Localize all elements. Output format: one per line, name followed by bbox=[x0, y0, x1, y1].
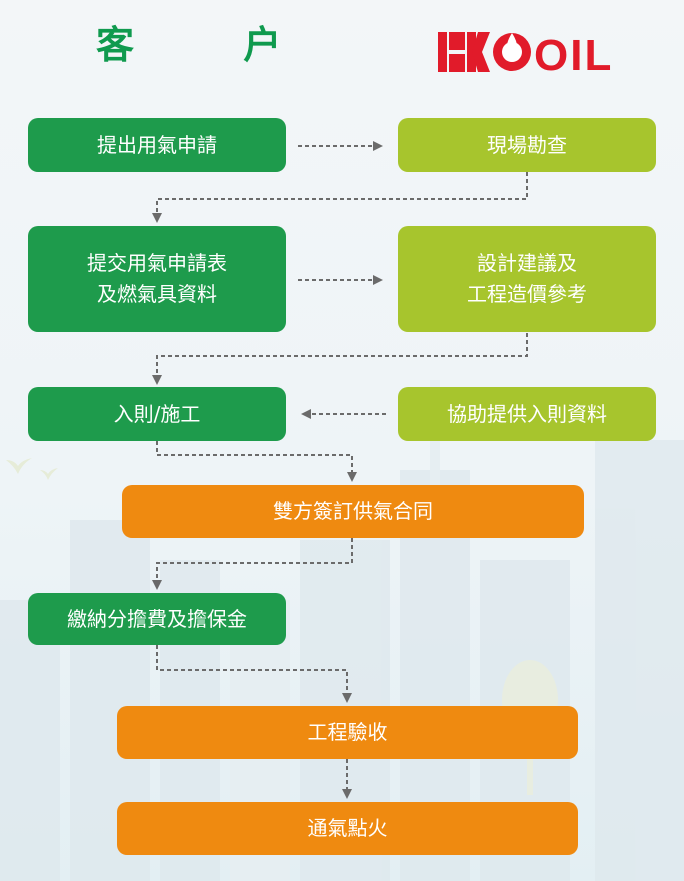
logo-text: OIL bbox=[534, 31, 612, 74]
step-ignite: 通氣點火 bbox=[117, 802, 578, 855]
step-assist-label: 協助提供入則資料 bbox=[447, 401, 607, 426]
arrow-construct-to-contract bbox=[156, 441, 357, 482]
step-submit: 提交用氣申請表 及燃氣具資料 bbox=[28, 226, 286, 332]
arrow-survey-to-submit bbox=[152, 172, 528, 223]
step-apply-label: 提出用氣申請 bbox=[97, 132, 217, 157]
arrow-pay-to-acceptance bbox=[156, 645, 352, 703]
step-acceptance-label: 工程驗收 bbox=[307, 720, 388, 744]
arrow-design-to-construct bbox=[152, 333, 528, 385]
step-submit-line1: 提交用氣申請表 bbox=[87, 251, 227, 275]
step-construct: 入則/施工 bbox=[28, 387, 286, 441]
step-contract-label: 雙方簽訂供氣合同 bbox=[273, 499, 433, 523]
step-submit-line2: 及燃氣具資料 bbox=[97, 282, 217, 306]
koil-logo: OIL bbox=[438, 31, 612, 74]
step-design: 設計建議及 工程造價參考 bbox=[398, 226, 656, 332]
step-apply: 提出用氣申請 bbox=[28, 118, 286, 172]
step-survey-label: 現場勘查 bbox=[487, 132, 567, 157]
arrow-contract-to-pay bbox=[152, 538, 353, 590]
step-design-line2: 工程造價參考 bbox=[467, 282, 587, 306]
step-pay: 繳納分擔費及擔保金 bbox=[28, 593, 286, 645]
step-acceptance: 工程驗收 bbox=[117, 706, 578, 759]
step-construct-label: 入則/施工 bbox=[113, 401, 201, 426]
step-pay-label: 繳納分擔費及擔保金 bbox=[67, 606, 247, 631]
step-assist: 協助提供入則資料 bbox=[398, 387, 656, 441]
customer-heading: 客 户 bbox=[96, 23, 330, 67]
step-survey: 現場勘查 bbox=[398, 118, 656, 172]
step-design-line1: 設計建議及 bbox=[477, 251, 577, 275]
step-ignite-label: 通氣點火 bbox=[307, 816, 388, 840]
step-contract: 雙方簽訂供氣合同 bbox=[122, 485, 584, 538]
